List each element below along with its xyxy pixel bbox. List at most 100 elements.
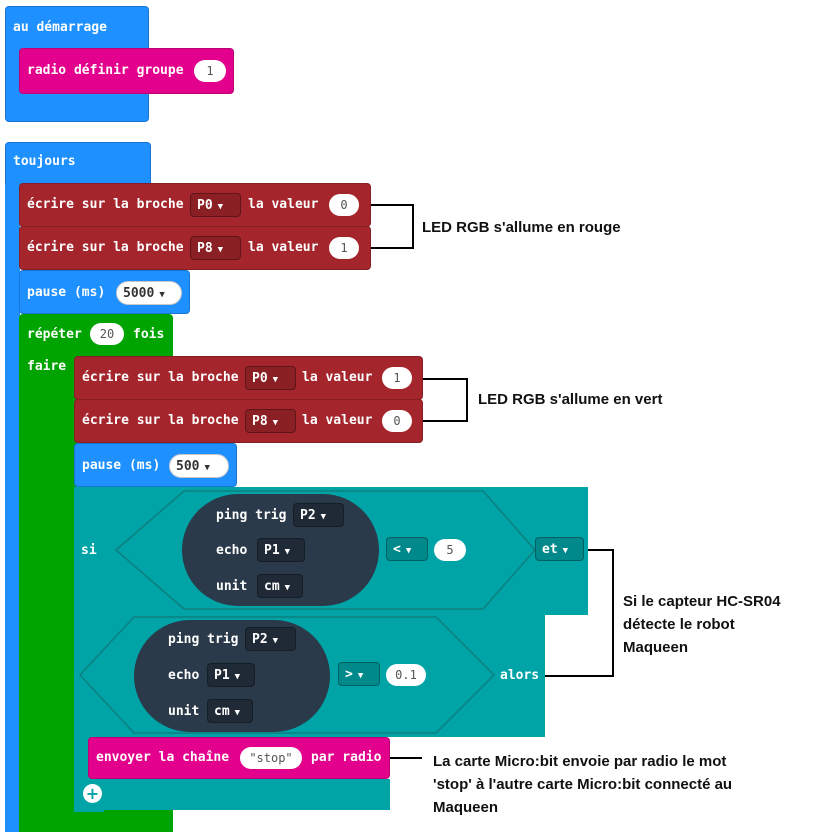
then-label: alors [500,668,540,683]
echo-label: echo [168,668,200,683]
add-else-button[interactable]: + [83,784,102,803]
if-block-footer [74,779,390,810]
digital-write-label: écrire sur la broche [82,370,239,385]
pause-dropdown[interactable]: 5000 ▼ [116,281,182,305]
bracket-green-bottom [423,420,468,422]
if-label: si [81,543,97,558]
digital-write-p0-block[interactable]: écrire sur la broche P0▼ la valeur 0 [19,183,371,227]
radio-send-string-block[interactable]: envoyer la chaîne "stop" par radio [88,737,390,779]
value-label: la valeur [248,240,319,255]
ping-sensor-block-2[interactable]: ping trig P2▼ echo P1▼ unit cm▼ [134,620,330,732]
bracket-green-vertical [466,378,468,422]
forever-label: toujours [13,154,76,169]
send-string-label: envoyer la chaîne [96,750,230,765]
value-input[interactable]: 1 [329,237,359,259]
pin-value: P2 [300,508,316,523]
pin-dropdown[interactable]: P8▼ [245,409,296,433]
radio-set-group-label: radio définir groupe [27,63,184,78]
caret-down-icon: ▼ [159,290,165,300]
unit-label: unit [216,579,248,594]
annotation-radio: La carte Micro:bit envoie par radio le m… [433,750,732,819]
value-input[interactable]: 0 [329,194,359,216]
inner-digital-write-p8-block[interactable]: écrire sur la broche P8▼ la valeur 0 [74,399,423,443]
caret-down-icon: ▼ [357,671,364,681]
caret-down-icon: ▼ [217,202,224,212]
trig-pin-dropdown[interactable]: P2 ▼ [245,627,296,651]
unit-value: cm [264,579,280,594]
caret-down-icon: ▼ [217,245,224,255]
connector-radio [390,757,422,759]
pause-value: 5000 [123,286,155,301]
bracket-green-top [423,378,468,380]
caret-down-icon: ▼ [272,375,279,385]
echo-pin-dropdown[interactable]: P1 ▼ [257,538,305,562]
annotation-green-led: LED RGB s'allume en vert [478,391,663,408]
ping-trig-label: ping trig [216,508,287,523]
ping-sensor-block[interactable]: ping trig P2 ▼ echo P1 ▼ unit cm ▼ [182,494,379,606]
and-operator-dropdown[interactable]: et▼ [535,537,584,561]
string-input[interactable]: "stop" [240,747,302,769]
compare-operator-dropdown-2[interactable]: >▼ [338,662,380,686]
pause-dropdown[interactable]: 500▼ [169,454,229,478]
inner-digital-write-p0-block[interactable]: écrire sur la broche P0 ▼ la valeur 1 [74,356,423,400]
pin-value: P1 [264,543,280,558]
pin-value: P2 [252,632,268,647]
radio-group-input[interactable]: 1 [194,60,226,82]
annotation-sensor-line: Maqueen [623,639,689,656]
pin-value: P8 [252,414,268,429]
caret-down-icon: ▼ [272,636,279,646]
compare-value-input[interactable]: 5 [434,539,466,561]
pin-value: P1 [214,668,230,683]
value-input[interactable]: 0 [382,410,412,432]
caret-down-icon: ▼ [234,708,241,718]
caret-down-icon: ▼ [320,512,327,522]
forever-block-header[interactable]: toujours [5,142,151,186]
unit-dropdown[interactable]: cm ▼ [257,574,303,598]
unit-dropdown[interactable]: cm ▼ [207,699,253,723]
plus-icon: + [85,784,100,803]
unit-value: cm [214,704,230,719]
value-input[interactable]: 1 [382,367,412,389]
pin-dropdown[interactable]: P0 ▼ [245,366,296,390]
bracket-red-bottom [371,247,414,249]
bracket-sensor-vertical [612,549,614,677]
bracket-red-top [371,204,414,206]
digital-write-label: écrire sur la broche [82,413,239,428]
value-label: la valeur [302,370,373,385]
echo-label: echo [216,543,248,558]
pause-block[interactable]: pause (ms) 5000 ▼ [19,270,190,314]
caret-down-icon: ▼ [405,546,412,556]
operator-value: > [345,667,353,682]
pause-label: pause (ms) [27,285,106,300]
digital-write-p8-block[interactable]: écrire sur la broche P8 ▼ la valeur 1 [19,226,371,270]
annotation-red-led: LED RGB s'allume en rouge [422,219,621,236]
annotation-radio-line: Maqueen [433,799,499,816]
compare-operator-dropdown[interactable]: <▼ [386,537,428,561]
inner-pause-block[interactable]: pause (ms) 500▼ [74,443,237,487]
pin-dropdown[interactable]: P8 ▼ [190,236,241,260]
trig-pin-dropdown[interactable]: P2 ▼ [293,503,344,527]
bracket-sensor-bottom [545,675,614,677]
pin-dropdown[interactable]: P0▼ [190,193,241,217]
caret-down-icon: ▼ [284,547,291,557]
annotation-radio-line: La carte Micro:bit envoie par radio le m… [433,753,727,770]
caret-down-icon: ▼ [562,546,569,556]
pin-value: P0 [252,371,268,386]
digital-write-label: écrire sur la broche [27,240,184,255]
compare-value-input-2[interactable]: 0.1 [386,664,426,686]
value-label: la valeur [248,197,319,212]
caret-down-icon: ▼ [234,672,241,682]
value-label: la valeur [302,413,373,428]
radio-set-group-block[interactable]: radio définir groupe 1 [19,48,234,94]
pause-label: pause (ms) [82,458,161,473]
ping-trig-label: ping trig [168,632,239,647]
echo-pin-dropdown[interactable]: P1 ▼ [207,663,255,687]
caret-down-icon: ▼ [284,583,291,593]
on-start-label: au démarrage [13,20,107,35]
annotation-radio-line: 'stop' à l'autre carte Micro:bit connect… [433,776,733,793]
repeat-label: répéter [27,327,82,342]
pin-value: P8 [197,241,213,256]
repeat-count-input[interactable]: 20 [90,323,124,345]
forever-block-spine [5,184,20,832]
